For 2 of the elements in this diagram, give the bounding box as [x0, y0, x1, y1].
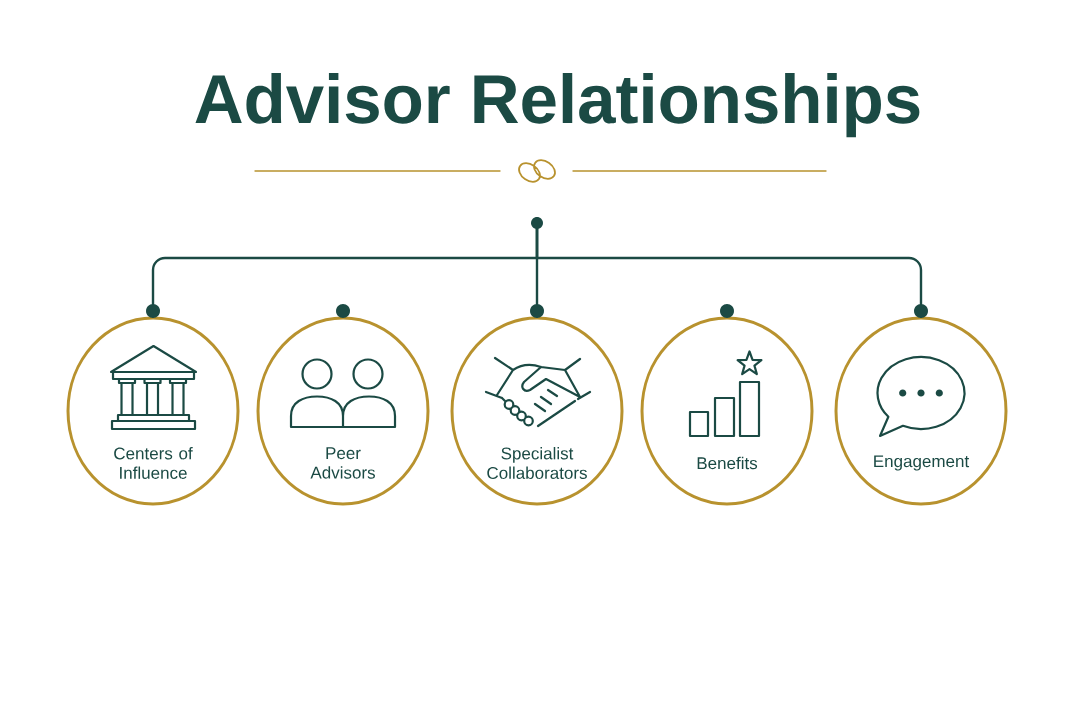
title: Advisor Relationships — [195, 73, 920, 138]
connector-line — [535, 228, 928, 318]
